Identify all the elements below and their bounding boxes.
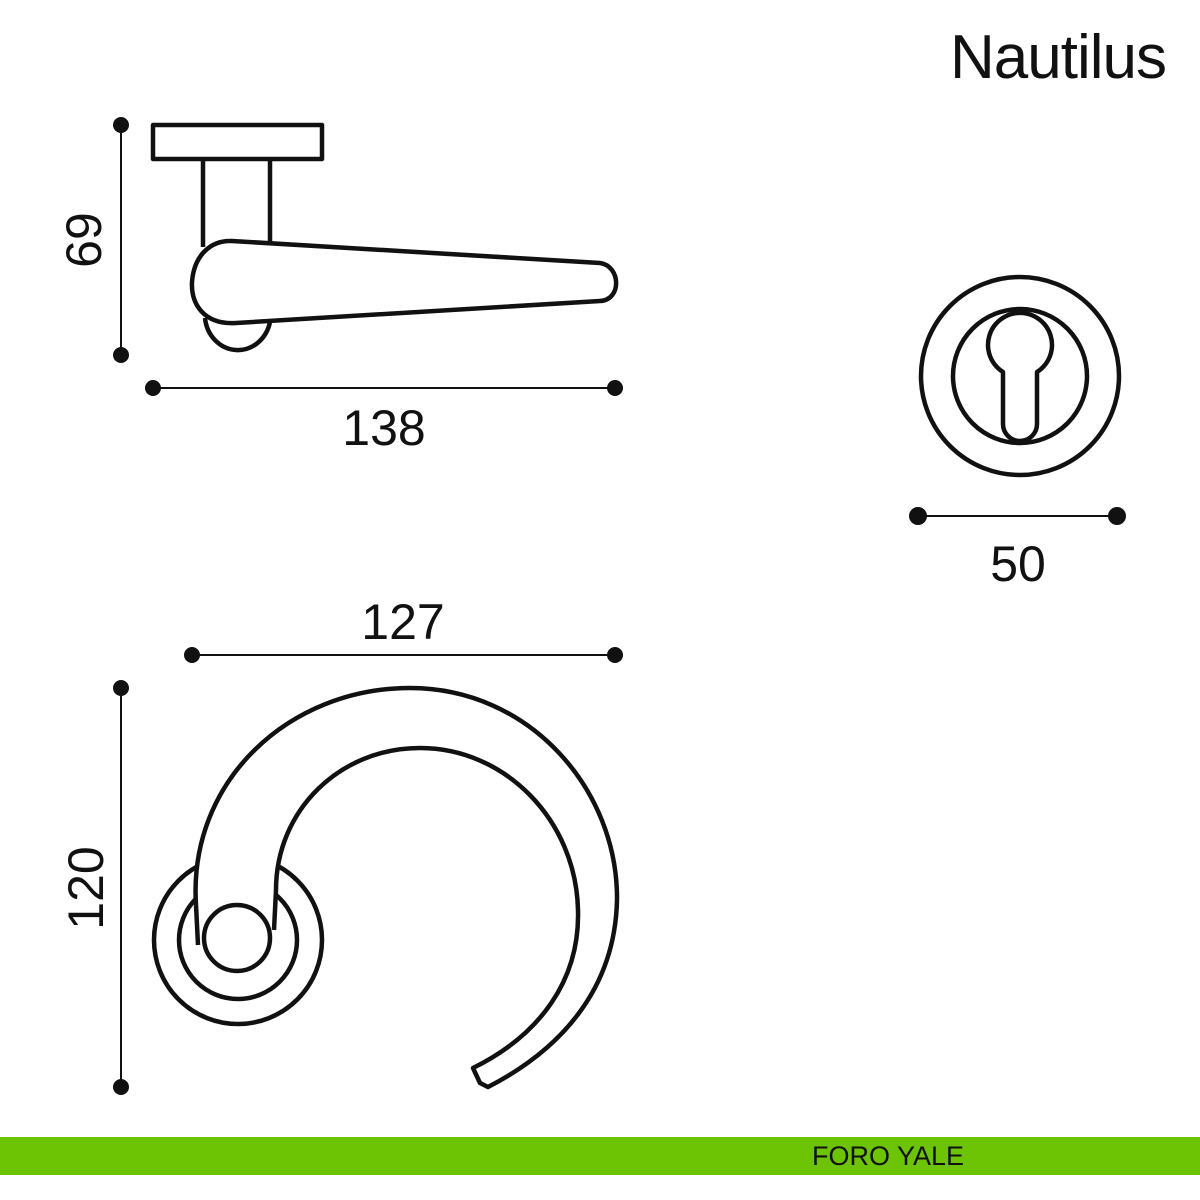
top-view-handle [151,685,620,1090]
curved-lever [193,685,620,1090]
keyhole-icon [985,310,1055,444]
dim-label-120: 120 [58,846,114,929]
side-view-handle [150,122,619,353]
dimension-endpoints [113,117,1126,1095]
rose-plate [150,122,325,162]
dim-label-127: 127 [361,594,444,650]
escutcheon-outer [918,274,1122,478]
stem-bottom [202,317,273,353]
escutcheon-inner [950,306,1090,446]
footer-bar [0,1137,1200,1175]
escutcheon [918,274,1122,478]
dim-label-69: 69 [56,212,112,268]
product-title: Nautilus [950,23,1167,92]
dimension-lines [120,125,1117,1087]
dim-label-50: 50 [990,536,1046,592]
lever-edge [193,904,201,946]
dim-label-138: 138 [342,400,425,456]
lever [189,238,619,326]
spindle-circle [201,902,273,974]
footer-label: FORO YALE [812,1141,965,1171]
